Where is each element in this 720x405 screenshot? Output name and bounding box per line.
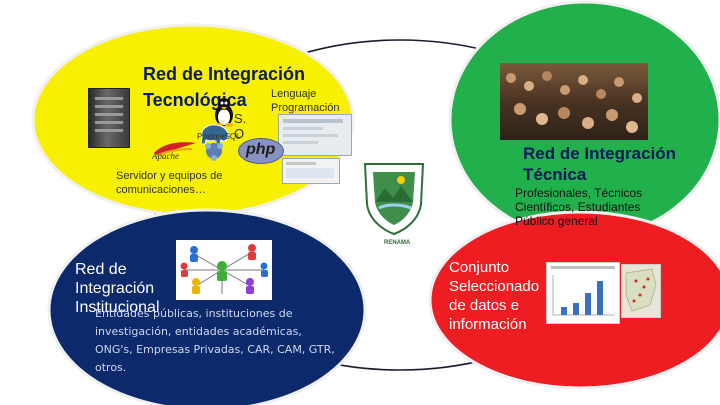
arcgis-screenshot-thumbnail [282,158,340,184]
cluster-network-icon [205,143,223,161]
institucional-title-line3: Institucional [75,299,160,316]
postgresql-label: PostgreSQL [197,132,241,141]
server-icon [88,88,130,148]
tecnica-desc-line3: Público general [515,214,598,228]
lenguaje-label-line2: Programación [271,102,340,114]
renama-caption: RENAMA [384,240,411,246]
conjunto-title-line1: Conjunto [449,259,510,276]
chart-thumbnail [546,262,620,324]
institucional-desc-line4: otros. [95,361,127,374]
tecnica-desc-line2: Científicos, Estudiantes [515,200,641,214]
tecnologica-title-line1: Red de Integración [143,64,306,84]
php-logo-icon: php [238,138,284,164]
people-network-icon [180,244,268,294]
ide-screenshot-thumbnail [278,114,352,156]
lenguaje-label-line1: Lenguaje [271,88,317,100]
php-label: php [246,141,276,158]
institucional-desc-line2: investigación, entidades académicas, [95,325,302,338]
map-thumbnail [621,264,661,318]
institucional-title-line1: Red de [75,261,127,278]
tecnica-title-line1: Red de Integración [523,144,677,163]
postgresql-elephant-icon [200,124,229,145]
so-label-line2: O [234,126,245,141]
conjunto-title-line3: de datos e [449,297,520,314]
apache-label: Apache [152,151,179,161]
apache-feather-icon [154,142,196,156]
audience-photo [500,63,648,140]
institucional-desc-line3: ONG's, Empresas Privadas, CAR, CAM, GTR, [95,343,335,356]
people-network-image [176,240,272,300]
renama-logo [355,158,433,236]
so-label-line1: S. [234,111,247,126]
map-thumbnail-icon [625,268,657,312]
tecnologica-desc-line1: Servidor y equipos de [116,170,223,182]
tecnica-desc-line1: Profesionales, Técnicos [515,186,643,200]
conjunto-title-line2: Seleccionado [449,278,540,295]
conjunto-title-line4: información [449,316,527,333]
tecnologica-desc-line2: comunicaciones… [116,184,206,196]
institucional-desc-line1: Entidades públicas, instituciones de [95,307,293,320]
institucional-title-line2: Integración [75,280,155,297]
bar-chart-thumbnail-icon [551,266,615,316]
renama-shield-icon [363,163,425,236]
institucional-ellipse [47,208,367,405]
tecnica-title-line2: Técnica [523,165,587,184]
